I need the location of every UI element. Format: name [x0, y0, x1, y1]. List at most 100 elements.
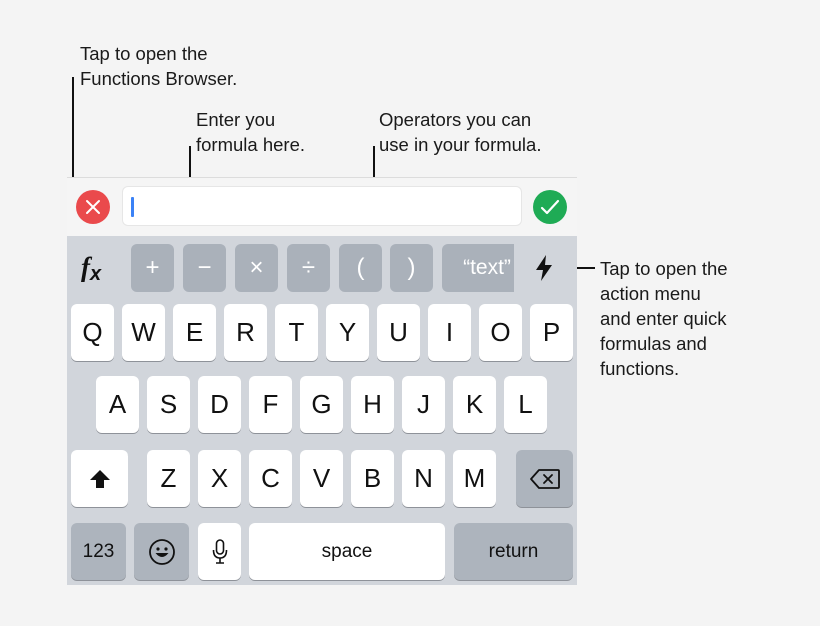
key-d[interactable]: D — [198, 376, 241, 433]
callout-action-menu: Tap to open the action menu and enter qu… — [600, 256, 728, 381]
key-label: M — [463, 463, 486, 493]
backspace-icon — [529, 468, 560, 489]
open-paren-icon: ( — [356, 254, 365, 281]
key-u[interactable]: U — [377, 304, 420, 361]
callout-operators: Operators you can use in your formula. — [379, 107, 541, 157]
key-label: R — [236, 317, 255, 347]
formula-bar — [67, 177, 577, 236]
key-r[interactable]: R — [224, 304, 267, 361]
callout-line-4: formulas and — [600, 333, 707, 354]
key-z[interactable]: Z — [147, 450, 190, 507]
key-label: I — [445, 317, 454, 347]
operator-text-button[interactable]: “text” — [442, 244, 514, 292]
callout-line-1: Enter you — [196, 109, 276, 130]
operator-plus-button[interactable]: + — [131, 244, 174, 292]
key-g[interactable]: G — [300, 376, 343, 433]
callout-line-3: and enter quick — [600, 308, 727, 329]
key-w[interactable]: W — [122, 304, 165, 361]
key-label: H — [363, 389, 382, 419]
return-key-label: return — [488, 540, 539, 562]
dictation-key[interactable] — [198, 523, 241, 580]
key-p[interactable]: P — [530, 304, 573, 361]
numbers-formula-keyboard: fx + − × ÷ ( ) “text” Q W E R T Y U I O … — [67, 177, 577, 585]
key-o[interactable]: O — [479, 304, 522, 361]
key-label: V — [312, 463, 331, 493]
multiply-icon: × — [249, 254, 264, 281]
key-label: A — [108, 389, 127, 419]
accept-formula-button[interactable] — [533, 190, 567, 224]
key-k[interactable]: K — [453, 376, 496, 433]
minus-icon: − — [197, 254, 212, 281]
operator-divide-button[interactable]: ÷ — [287, 244, 330, 292]
key-label: J — [417, 389, 430, 419]
key-h[interactable]: H — [351, 376, 394, 433]
key-label: C — [261, 463, 280, 493]
key-label: S — [159, 389, 178, 419]
emoji-key[interactable] — [134, 523, 189, 580]
key-i[interactable]: I — [428, 304, 471, 361]
key-label: P — [542, 317, 561, 347]
key-m[interactable]: M — [453, 450, 496, 507]
key-l[interactable]: L — [504, 376, 547, 433]
return-key[interactable]: return — [454, 523, 573, 580]
cancel-formula-button[interactable] — [76, 190, 110, 224]
callout-line-2: use in your formula. — [379, 134, 542, 155]
callout-formula-entry: Enter you formula here. — [196, 107, 305, 157]
operator-multiply-button[interactable]: × — [235, 244, 278, 292]
key-label: Q — [82, 317, 103, 347]
close-paren-icon: ) — [407, 254, 416, 281]
space-key-label: space — [321, 540, 373, 562]
operator-minus-button[interactable]: − — [183, 244, 226, 292]
key-j[interactable]: J — [402, 376, 445, 433]
lightning-bolt-icon[interactable] — [533, 254, 555, 282]
microphone-icon — [212, 538, 227, 564]
shift-key[interactable] — [71, 450, 128, 507]
key-label: E — [185, 317, 204, 347]
delete-key[interactable] — [516, 450, 573, 507]
key-f[interactable]: F — [249, 376, 292, 433]
key-label: O — [490, 317, 511, 347]
key-label: Y — [338, 317, 357, 347]
key-e[interactable]: E — [173, 304, 216, 361]
operator-close-paren-button[interactable]: ) — [390, 244, 433, 292]
space-key[interactable]: space — [249, 523, 445, 580]
key-label: N — [414, 463, 433, 493]
key-x[interactable]: X — [198, 450, 241, 507]
callout-functions-browser: Tap to open the Functions Browser. — [80, 41, 237, 91]
key-b[interactable]: B — [351, 450, 394, 507]
key-y[interactable]: Y — [326, 304, 369, 361]
key-n[interactable]: N — [402, 450, 445, 507]
fx-icon: f — [81, 252, 90, 282]
key-s[interactable]: S — [147, 376, 190, 433]
key-q[interactable]: Q — [71, 304, 114, 361]
text-quote-label: “text” — [463, 256, 511, 279]
key-label: U — [389, 317, 408, 347]
key-c[interactable]: C — [249, 450, 292, 507]
operator-open-paren-button[interactable]: ( — [339, 244, 382, 292]
callout-line-1: Tap to open the — [600, 258, 728, 279]
numbers-key-label: 123 — [82, 540, 115, 562]
key-t[interactable]: T — [275, 304, 318, 361]
key-label: B — [363, 463, 382, 493]
key-label: D — [210, 389, 229, 419]
functions-browser-button[interactable]: fx — [81, 252, 101, 286]
key-label: F — [262, 389, 279, 419]
smiley-face-icon — [148, 538, 175, 565]
divide-icon: ÷ — [301, 254, 316, 281]
key-v[interactable]: V — [300, 450, 343, 507]
checkmark-icon — [540, 199, 560, 215]
fx-icon-sub: x — [90, 263, 102, 285]
key-label: X — [210, 463, 229, 493]
callout-line-2: formula here. — [196, 134, 305, 155]
numbers-key[interactable]: 123 — [71, 523, 126, 580]
formula-input[interactable] — [122, 186, 522, 226]
key-a[interactable]: A — [96, 376, 139, 433]
leader-line-action — [561, 267, 595, 269]
shift-arrow-icon — [89, 469, 110, 488]
key-label: L — [518, 389, 533, 419]
key-label: W — [131, 317, 156, 347]
keyboard: fx + − × ÷ ( ) “text” Q W E R T Y U I O … — [67, 236, 577, 585]
callout-line-2: action menu — [600, 283, 701, 304]
leader-line-functions — [72, 77, 74, 268]
operator-scroll-strip[interactable]: + − × ÷ ( ) “text” — [122, 236, 514, 306]
